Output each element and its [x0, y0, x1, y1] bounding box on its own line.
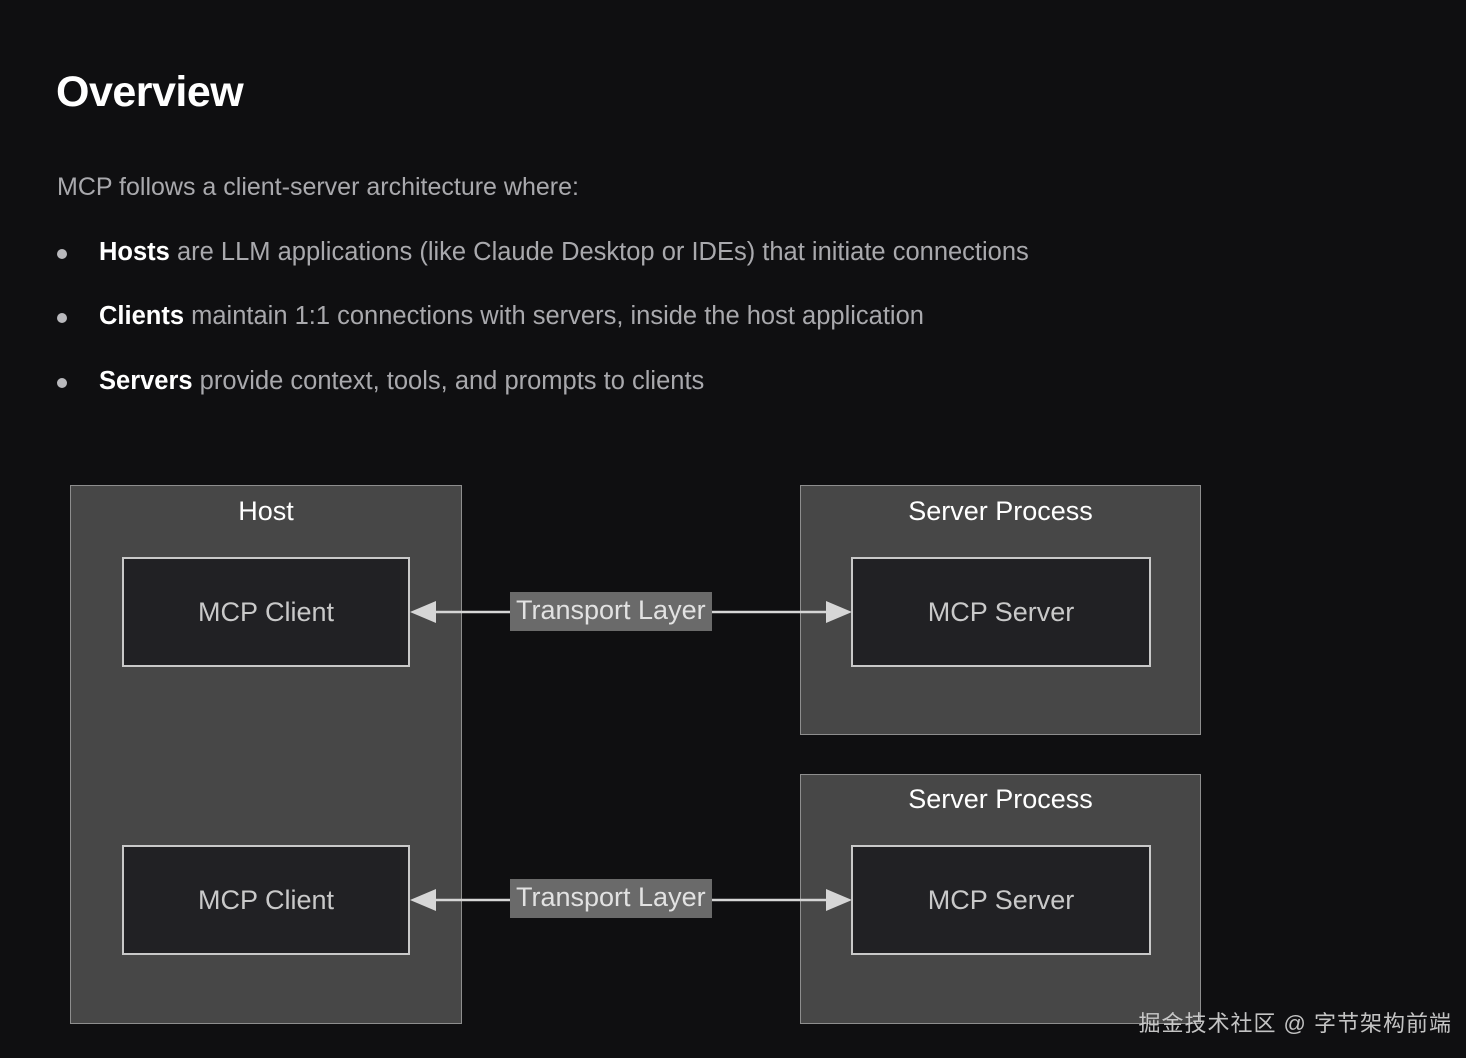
list-item-term: Servers: [99, 366, 193, 395]
list-item-term: Clients: [99, 302, 185, 331]
list-item-description: provide context, tools, and prompts to c…: [192, 366, 705, 395]
architecture-bullet-list: Hosts are LLM applications (like Claude …: [57, 235, 1417, 428]
mcp-server-node-2: MCP Server: [851, 845, 1151, 955]
transport-layer-label-1: Transport Layer: [510, 592, 712, 631]
list-item-text: Hosts are LLM applications (like Claude …: [99, 235, 1029, 269]
server-process-group-title-1: Server Process: [908, 496, 1093, 526]
bullet-dot-icon: [57, 377, 67, 388]
transport-layer-label-2: Transport Layer: [510, 879, 712, 918]
list-item-description: maintain 1:1 connections with servers, i…: [184, 302, 924, 331]
page-title: Overview: [56, 67, 244, 116]
watermark-text: 掘金技术社区 @ 字节架构前端: [1138, 1011, 1452, 1036]
bullet-dot-icon: [57, 313, 67, 324]
list-item-term: Hosts: [99, 238, 170, 266]
mcp-server-node-1: MCP Server: [851, 557, 1151, 667]
host-group-title: Host: [238, 496, 294, 526]
bullet-dot-icon: [57, 249, 67, 259]
list-item: Hosts are LLM applications (like Claude …: [57, 235, 1417, 269]
list-item-text: Servers provide context, tools, and prom…: [99, 364, 704, 398]
list-item: Servers provide context, tools, and prom…: [57, 364, 1417, 398]
server-process-group-title-2: Server Process: [908, 784, 1093, 814]
list-item-description: are LLM applications (like Claude Deskto…: [169, 238, 1029, 266]
mcp-client-node-2: MCP Client: [122, 845, 410, 955]
list-item: Clients maintain 1:1 connections with se…: [57, 299, 1417, 333]
mcp-client-node-1: MCP Client: [122, 557, 410, 667]
list-item-text: Clients maintain 1:1 connections with se…: [99, 299, 924, 333]
intro-paragraph: MCP follows a client-server architecture…: [57, 173, 579, 201]
